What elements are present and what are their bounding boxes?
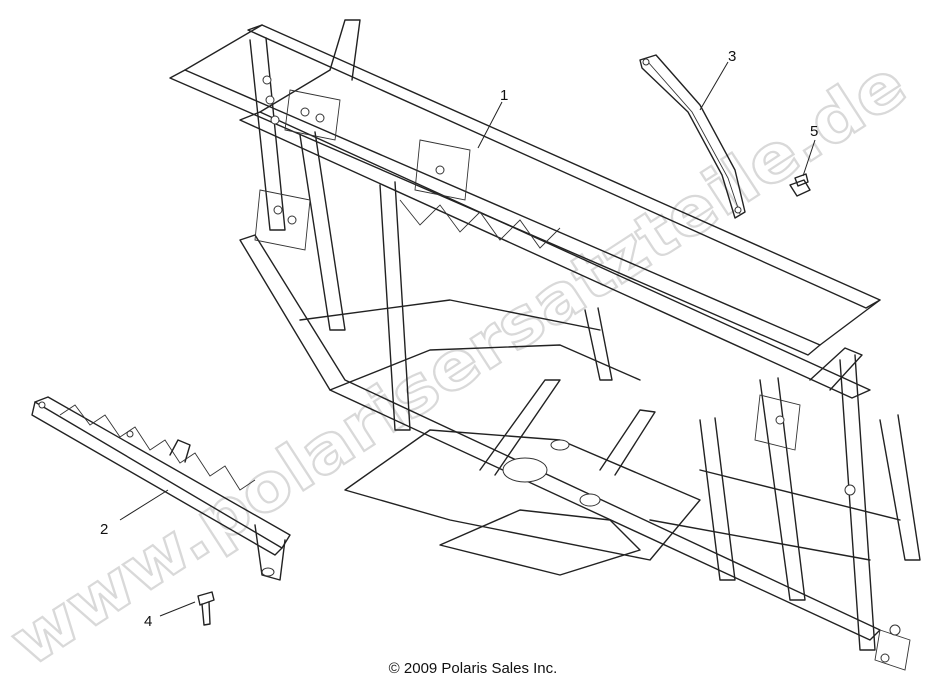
- leader-line-3: [699, 61, 729, 111]
- curved-bar-part-3: [639, 54, 746, 219]
- leader-line-4: [159, 601, 196, 617]
- callout-1: 1: [500, 87, 508, 104]
- leader-line-2: [119, 489, 169, 521]
- bolt-part-4: [197, 591, 215, 626]
- leader-line-1: [477, 101, 503, 149]
- callout-3: 3: [728, 48, 736, 65]
- callout-5: 5: [810, 123, 818, 140]
- callout-4: 4: [144, 613, 152, 630]
- callout-2: 2: [100, 521, 108, 538]
- fastener-part-5: [789, 173, 811, 197]
- watermark-text: www.polarisersatzteile.de: [0, 45, 919, 681]
- leader-line-5: [802, 139, 816, 177]
- side-rail-part-2: [31, 396, 291, 581]
- main-frame-part-1: [169, 19, 921, 671]
- copyright-notice: © 2009 Polaris Sales Inc.: [388, 660, 558, 677]
